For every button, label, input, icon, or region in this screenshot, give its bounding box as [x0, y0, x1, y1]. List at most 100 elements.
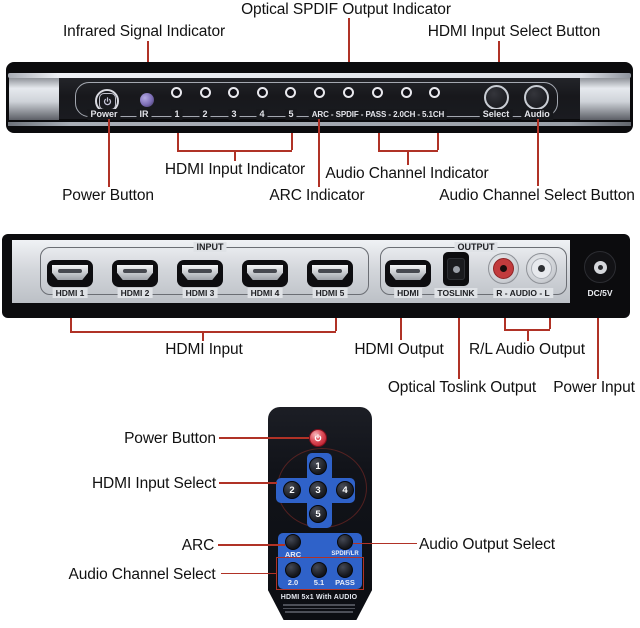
callout-infrared: Infrared Signal Indicator — [62, 23, 226, 40]
callout-line — [335, 318, 337, 331]
toslink-port — [443, 252, 469, 286]
hdmi-slot — [123, 269, 147, 273]
callout-line — [202, 331, 204, 341]
callout-line — [219, 437, 309, 439]
port-label-hdmi4: HDMI 4 — [247, 288, 283, 298]
front-bottom-highlight — [8, 122, 631, 126]
callout-line — [177, 133, 179, 150]
rca-left-jack — [526, 253, 557, 284]
remote-brand-line — [283, 607, 355, 609]
hdmi-input-port-2 — [112, 260, 158, 287]
input-group-label: INPUT — [193, 242, 227, 252]
toslink-window — [447, 258, 465, 280]
port-label-toslink: TOSLINK — [434, 288, 478, 298]
remote-pass-label: PASS — [335, 578, 355, 587]
callout-line — [527, 329, 529, 341]
input-led-label-2: 2 — [199, 109, 211, 120]
callout-line — [70, 318, 72, 331]
rca-right-jack — [488, 253, 519, 284]
input-led-2 — [200, 87, 211, 98]
callout-line — [437, 133, 439, 150]
input-led-5 — [285, 87, 296, 98]
callout-power-input: Power Input — [553, 379, 635, 396]
remote-button-4[interactable]: 4 — [336, 481, 354, 499]
power-icon — [98, 92, 116, 110]
hdmi-slot — [318, 269, 342, 273]
rca-left-ring — [531, 258, 552, 279]
hdmi-slot — [188, 269, 212, 273]
remote-power-icon — [314, 434, 322, 442]
input-led-3 — [228, 87, 239, 98]
remote-pass-button[interactable] — [337, 562, 353, 578]
audio-button[interactable] — [524, 85, 549, 110]
audio-leds-print-labels: ARC - SPDIF - PASS - 2.0CH - 5.1CH — [308, 109, 448, 120]
callout-line — [407, 150, 409, 165]
port-label-hdmi2: HDMI 2 — [117, 288, 153, 298]
callout-audio-channel-select: Audio Channel Select Button — [439, 187, 635, 204]
callout-line — [348, 18, 350, 86]
hdmi-connector — [247, 265, 283, 280]
toslink-lens — [452, 265, 460, 273]
callout-optical-spdif: Optical SPDIF Output Indicator — [241, 1, 451, 18]
hdmi-connector — [390, 265, 426, 280]
callout-hdmi-output: HDMI Output — [354, 341, 444, 358]
ir-led — [140, 93, 154, 107]
callout-line — [218, 544, 285, 546]
port-label-hdmi5: HDMI 5 — [312, 288, 348, 298]
pass-led — [372, 87, 383, 98]
rca-left-hole — [538, 265, 545, 272]
ch51-led — [429, 87, 440, 98]
hdmi-input-port-1 — [47, 260, 93, 287]
audio-print-label: Audio — [521, 109, 553, 120]
remote-20-button[interactable] — [285, 562, 301, 578]
remote-button-1[interactable]: 1 — [309, 457, 327, 475]
remote-button-5[interactable]: 5 — [309, 505, 327, 523]
port-label-hdmi-out: HDMI — [394, 288, 422, 298]
dc-power-jack — [584, 251, 616, 283]
port-label-hdmi3: HDMI 3 — [182, 288, 218, 298]
remote-button-3[interactable]: 3 — [309, 481, 327, 499]
callout-line — [378, 133, 380, 150]
callout-line — [219, 482, 277, 484]
callout-line — [221, 572, 276, 574]
callout-line — [400, 318, 402, 340]
output-group-label: OUTPUT — [454, 242, 498, 252]
remote-brand-line — [285, 611, 353, 613]
remote-arc-button[interactable] — [285, 534, 301, 550]
callout-audio-channel-indicator: Audio Channel Indicator — [325, 165, 489, 182]
hdmi-connector — [182, 265, 218, 280]
remote-spdif-label: SPDIF/LR — [331, 551, 359, 557]
hdmi-output-port — [385, 260, 431, 287]
remote-20-label: 2.0 — [287, 578, 299, 587]
callout-power-button: Power Button — [62, 187, 154, 204]
callout-line — [318, 119, 320, 187]
callout-hdmi-input-indicator: HDMI Input Indicator — [164, 161, 306, 178]
front-right-cap — [580, 76, 630, 120]
callout-line — [108, 119, 110, 187]
callout-remote-power: Power Button — [124, 430, 216, 447]
port-label-dc: DC/5V — [587, 288, 613, 298]
hdmi-input-port-5 — [307, 260, 353, 287]
remote-51-label: 5.1 — [313, 578, 325, 587]
callout-hdmi-input-select: HDMI Input Select Button — [427, 23, 601, 40]
callout-arc-indicator: ARC Indicator — [269, 187, 365, 204]
callout-remote-arc: ARC — [181, 537, 215, 554]
hdmi-slot — [58, 269, 82, 273]
input-led-label-5: 5 — [285, 109, 297, 120]
select-button[interactable] — [484, 85, 509, 110]
callout-line — [234, 150, 236, 161]
remote-power-button[interactable] — [309, 429, 327, 447]
callout-remote-hdmi-select: HDMI Input Select — [91, 475, 217, 492]
callout-optical-toslink: Optical Toslink Output — [387, 379, 537, 396]
audio-channel-callout-box — [276, 557, 364, 590]
callout-line — [549, 318, 551, 329]
remote-button-2[interactable]: 2 — [283, 481, 301, 499]
remote-51-button[interactable] — [311, 562, 327, 578]
callout-hdmi-input: HDMI Input — [165, 341, 243, 358]
dc-jack-ring — [593, 260, 607, 274]
hdmi-connector — [52, 265, 88, 280]
port-label-audio: R - AUDIO - L — [493, 288, 553, 298]
select-print-label: Select — [479, 109, 513, 120]
rca-right-ring — [493, 258, 514, 279]
remote-spdif-button[interactable] — [337, 534, 353, 550]
